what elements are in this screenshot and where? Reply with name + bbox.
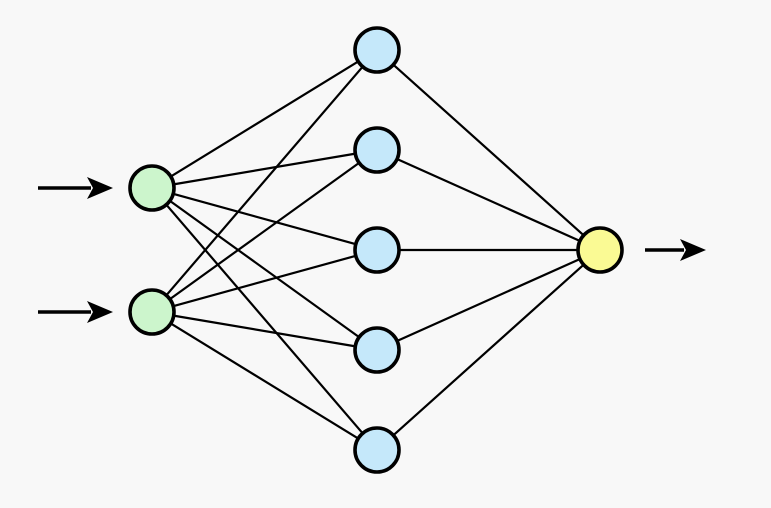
node-circle-hid-4[interactable] xyxy=(353,326,401,374)
node-circle-in-1[interactable] xyxy=(128,164,176,212)
output-arrow xyxy=(645,239,706,261)
edges-group xyxy=(164,59,586,441)
node-circle-hid-2[interactable] xyxy=(353,126,401,174)
output-arrow-head xyxy=(680,239,706,261)
edge-in-1-to-hid-5 xyxy=(164,202,365,436)
node-hid-2[interactable] xyxy=(353,126,401,174)
input-arrow-bottom-head xyxy=(87,301,113,323)
node-hid-3[interactable] xyxy=(353,226,401,274)
nodes-group xyxy=(128,26,624,474)
node-in-2[interactable] xyxy=(128,288,176,336)
edge-in-2-to-hid-4 xyxy=(171,314,358,348)
input-arrow-top-head xyxy=(87,177,113,199)
node-hid-4[interactable] xyxy=(353,326,401,374)
node-circle-out-1[interactable] xyxy=(576,226,624,274)
edge-hid-2-to-out-1 xyxy=(395,157,582,243)
edge-in-1-to-hid-4 xyxy=(167,199,362,339)
node-hid-5[interactable] xyxy=(353,426,401,474)
input-arrow-top xyxy=(38,177,113,199)
node-circle-in-2[interactable] xyxy=(128,288,176,336)
edge-in-2-to-hid-5 xyxy=(168,321,361,441)
io-arrows-group xyxy=(38,177,706,323)
edge-hid-1-to-out-1 xyxy=(391,62,586,238)
node-in-1[interactable] xyxy=(128,164,176,212)
edge-hid-5-to-out-1 xyxy=(391,262,586,438)
edge-in-1-to-hid-2 xyxy=(171,152,358,186)
edge-in-2-to-hid-1 xyxy=(164,64,365,298)
node-hid-1[interactable] xyxy=(353,26,401,74)
edge-in-1-to-hid-3 xyxy=(171,192,358,246)
node-out-1[interactable] xyxy=(576,226,624,274)
edge-hid-4-to-out-1 xyxy=(395,257,582,343)
edge-in-1-to-hid-1 xyxy=(168,59,361,179)
node-circle-hid-5[interactable] xyxy=(353,426,401,474)
edge-in-2-to-hid-3 xyxy=(171,254,358,308)
node-circle-hid-3[interactable] xyxy=(353,226,401,274)
input-arrow-bottom xyxy=(38,301,113,323)
edge-in-2-to-hid-2 xyxy=(167,161,362,301)
node-circle-hid-1[interactable] xyxy=(353,26,401,74)
